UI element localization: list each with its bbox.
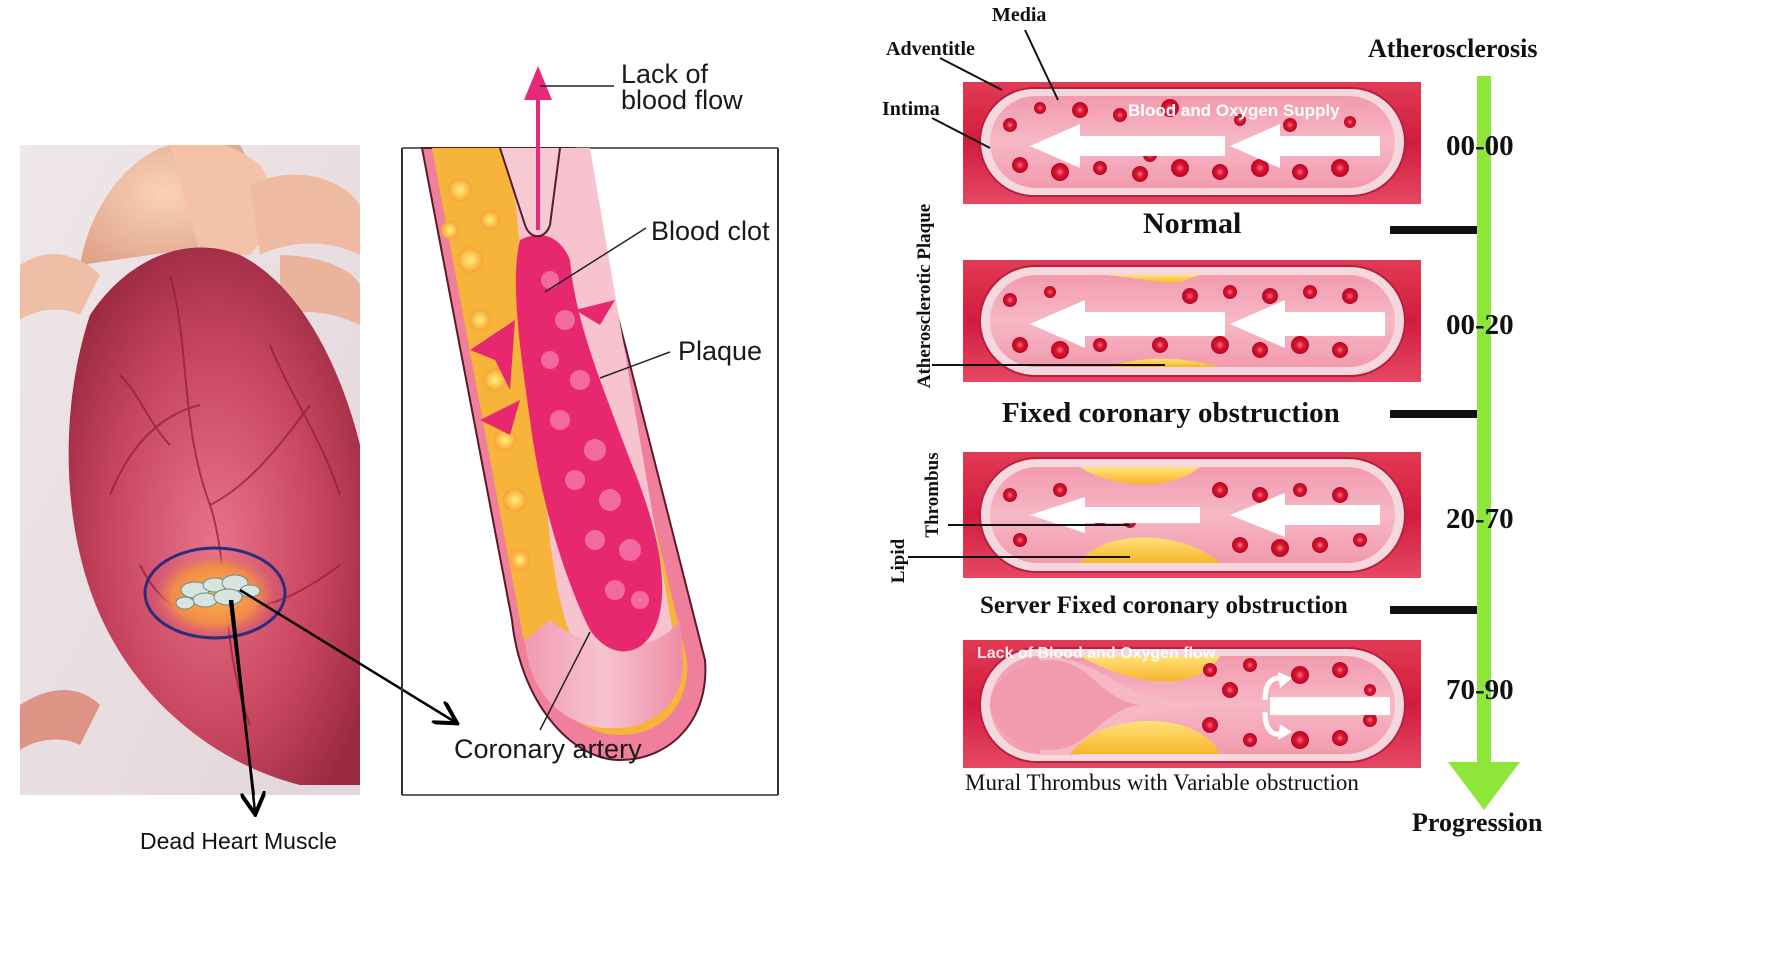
- intima-label: Intima: [882, 98, 940, 120]
- vessel-severe-obstruction: [963, 452, 1421, 578]
- artery-panel: [400, 60, 780, 800]
- stage-range-2: 00-20: [1446, 309, 1514, 341]
- coronary-artery-label: Coronary artery: [454, 734, 642, 764]
- progression-vessels: [908, 29, 1520, 810]
- stage-name-1: Normal: [1143, 207, 1242, 240]
- vessel-fixed-obstruction: [963, 260, 1421, 382]
- blood-clot-label: Blood clot: [651, 216, 770, 246]
- lack-of-flow-label-line1: Lack of: [621, 59, 709, 89]
- stage-range-4: 70-90: [1446, 674, 1514, 706]
- lack-blood-oxygen-flow-text: Lack of Blood and Oxygen flow: [977, 645, 1216, 662]
- artery-illustration: [401, 66, 779, 796]
- heart-panel: [20, 140, 361, 806]
- atherosclerotic-plaque-label: Atherosclerotic Plaque: [914, 203, 935, 389]
- thrombus-label: Thrombus: [922, 452, 943, 538]
- atherosclerosis-title: Atherosclerosis: [1368, 34, 1538, 63]
- stage-name-3: Server Fixed coronary obstruction: [980, 592, 1348, 619]
- media-label: Media: [992, 4, 1047, 26]
- stage-name-4: Mural Thrombus with Variable obstruction: [965, 770, 1359, 795]
- vessel-normal: [963, 82, 1421, 204]
- dead-heart-muscle-label: Dead Heart Muscle: [140, 828, 337, 854]
- lipid-label: Lipid: [888, 538, 909, 584]
- blood-oxygen-supply-text: Blood and Oxygen Supply: [1128, 101, 1340, 120]
- stage-range-1: 00-00: [1446, 130, 1514, 162]
- plaque-label: Plaque: [678, 336, 763, 366]
- adventitle-label: Adventitle: [886, 38, 975, 60]
- stage-name-2: Fixed coronary obstruction: [1002, 397, 1340, 429]
- stage-range-3: 20-70: [1446, 503, 1514, 535]
- lack-of-flow-label-line2: blood flow: [621, 85, 743, 115]
- vessel-mural-thrombus: [963, 640, 1421, 768]
- progression-footer: Progression: [1412, 808, 1543, 837]
- heart-illustration: [20, 140, 361, 806]
